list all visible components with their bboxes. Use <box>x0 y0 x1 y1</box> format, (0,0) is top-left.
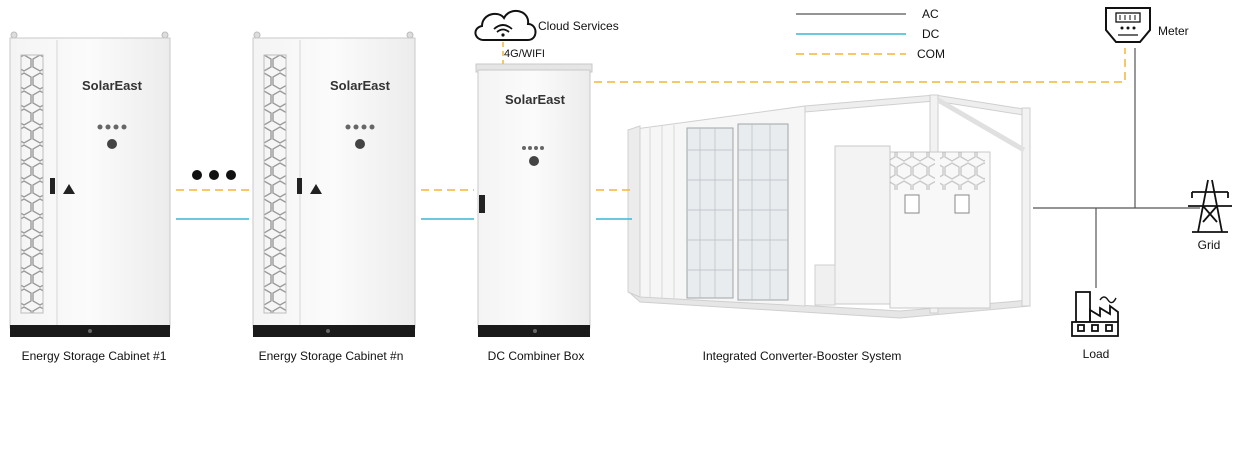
ellipsis-dots <box>192 170 236 180</box>
door-handle <box>297 178 302 194</box>
emergency-stop-knob <box>107 139 117 149</box>
wifi-icon <box>493 24 513 37</box>
com-line-meter <box>594 48 1126 83</box>
energy-storage-cabinet-1: SolarEast <box>9 31 171 337</box>
load-label: Load <box>1082 347 1110 361</box>
legend-ac-label: AC <box>922 7 939 21</box>
brand-logo: SolarEast <box>505 92 566 107</box>
cabinet-n-label: Energy Storage Cabinet #n <box>258 349 404 363</box>
cloud-services-label: Cloud Services <box>538 19 619 33</box>
door-handle <box>479 195 485 213</box>
legend: AC DC COM <box>796 7 945 61</box>
indicator-lights <box>97 124 127 130</box>
door-handle <box>50 178 55 194</box>
factory-icon <box>1071 291 1119 337</box>
warning-icon <box>63 184 75 194</box>
dc-combiner-box-label: DC Combiner Box <box>487 349 585 363</box>
grid-label: Grid <box>1197 238 1221 252</box>
connection-lines <box>176 48 1200 288</box>
indicator-lights <box>522 146 544 150</box>
warning-icon <box>310 184 322 194</box>
integrated-converter-booster-system <box>627 94 1031 319</box>
indicator-lights <box>345 124 375 130</box>
legend-com-label: COM <box>917 47 945 61</box>
meter-icon <box>1105 7 1151 43</box>
emergency-stop-knob <box>355 139 365 149</box>
legend-dc-label: DC <box>922 27 940 41</box>
4g-wifi-label: 4G/WIFI <box>504 48 545 60</box>
energy-storage-cabinet-n: SolarEast <box>252 31 416 337</box>
emergency-stop-knob <box>529 156 539 166</box>
brand-logo: SolarEast <box>82 78 143 93</box>
cabinet-1-label: Energy Storage Cabinet #1 <box>21 349 167 363</box>
dc-combiner-box: SolarEast <box>475 63 593 337</box>
meter-label: Meter <box>1158 24 1189 38</box>
converter-booster-label: Integrated Converter-Booster System <box>702 349 902 363</box>
transmission-tower-icon <box>1188 179 1232 233</box>
brand-logo: SolarEast <box>330 78 391 93</box>
